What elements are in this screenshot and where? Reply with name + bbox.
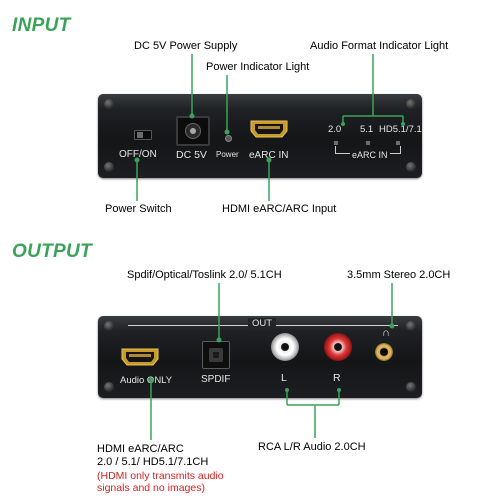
earc-in-label: eARC IN <box>249 150 289 161</box>
hdmi-output-port[interactable] <box>121 348 159 366</box>
dc-power-jack[interactable] <box>176 116 210 146</box>
dc-jack-hole <box>185 123 201 139</box>
power-switch[interactable] <box>134 130 152 140</box>
power-light-callout: Power Indicator Light <box>206 61 310 73</box>
leader-dot <box>148 377 154 383</box>
format-label-2-0: 2.0 <box>328 124 342 135</box>
stereo-jack-port[interactable] <box>375 343 393 361</box>
rca-left-port[interactable] <box>271 333 299 361</box>
screw-icon <box>406 382 416 392</box>
hdmi-input-port[interactable] <box>250 120 288 138</box>
hdmi-input-callout: HDMI eARC/ARC Input <box>222 203 337 215</box>
output-panel: OUT Audio ONLY SPDIF L R ∩ <box>98 316 422 398</box>
leader-dot <box>401 122 405 126</box>
leader-dot <box>134 157 140 163</box>
leader-dot <box>341 122 345 126</box>
rca-callout: RCA L/R Audio 2.0CH <box>258 441 366 453</box>
input-heading: INPUT <box>12 15 71 36</box>
rca-left-label: L <box>281 372 287 384</box>
hdmi-output-callout-line2: 2.0 / 5.1/ HD5.1/7.1CH <box>97 456 209 468</box>
leader-dot <box>337 388 341 392</box>
hdmi-note-line1: (HDMI only transmits audio <box>97 470 224 482</box>
leader-dot <box>189 113 195 119</box>
power-indicator-led <box>225 135 232 142</box>
spdif-label: SPDIF <box>201 374 231 385</box>
input-panel: OFF/ON DC 5V Power eARC IN 2.0 5.1 HD5.1… <box>98 94 422 178</box>
screw-icon <box>104 382 114 392</box>
leader-dot <box>216 337 222 343</box>
format-label-hd: HD5.1/7.1 <box>379 124 422 135</box>
leader-dot <box>285 388 289 392</box>
screw-icon <box>104 162 114 172</box>
leader-dot <box>224 129 230 135</box>
leader-dot <box>266 157 272 163</box>
output-heading: OUTPUT <box>12 241 92 262</box>
format-led-2-0 <box>334 141 338 145</box>
hdmi-output-callout-line1: HDMI eARC/ARC <box>97 443 184 455</box>
screw-icon <box>406 99 416 109</box>
format-led-hd <box>396 141 400 145</box>
spdif-port[interactable] <box>202 341 230 369</box>
screw-icon <box>406 162 416 172</box>
dc-jack-pin <box>190 128 196 134</box>
power-label: Power <box>216 150 239 159</box>
spdif-callout: Spdif/Optical/Toslink 2.0/ 5.1CH <box>127 269 282 281</box>
out-label: OUT <box>248 318 277 329</box>
screw-icon <box>104 99 114 109</box>
spdif-shutter <box>209 348 223 362</box>
spdif-opening <box>213 352 219 358</box>
rca-right-label: R <box>333 372 341 384</box>
power-switch-callout: Power Switch <box>105 203 172 215</box>
audio-format-light-callout: Audio Format Indicator Light <box>310 40 449 52</box>
off-on-label: OFF/ON <box>119 149 157 160</box>
screw-icon <box>406 321 416 331</box>
audio-only-label: Audio ONLY <box>120 375 173 386</box>
format-label-5-1: 5.1 <box>360 124 374 135</box>
stereo-callout: 3.5mm Stereo 2.0CH <box>347 269 451 281</box>
headphone-icon: ∩ <box>382 327 390 339</box>
power-supply-callout: DC 5V Power Supply <box>134 40 238 52</box>
format-led-5-1 <box>366 141 370 145</box>
screw-icon <box>104 321 114 331</box>
dc5v-label: DC 5V <box>176 149 207 161</box>
rca-right-port[interactable] <box>324 333 352 361</box>
hdmi-note-line2: signals and no images) <box>97 482 205 494</box>
leader-dot <box>389 323 395 329</box>
earc-in-bracket-label: eARC IN <box>350 150 390 160</box>
switch-knob <box>137 132 143 138</box>
